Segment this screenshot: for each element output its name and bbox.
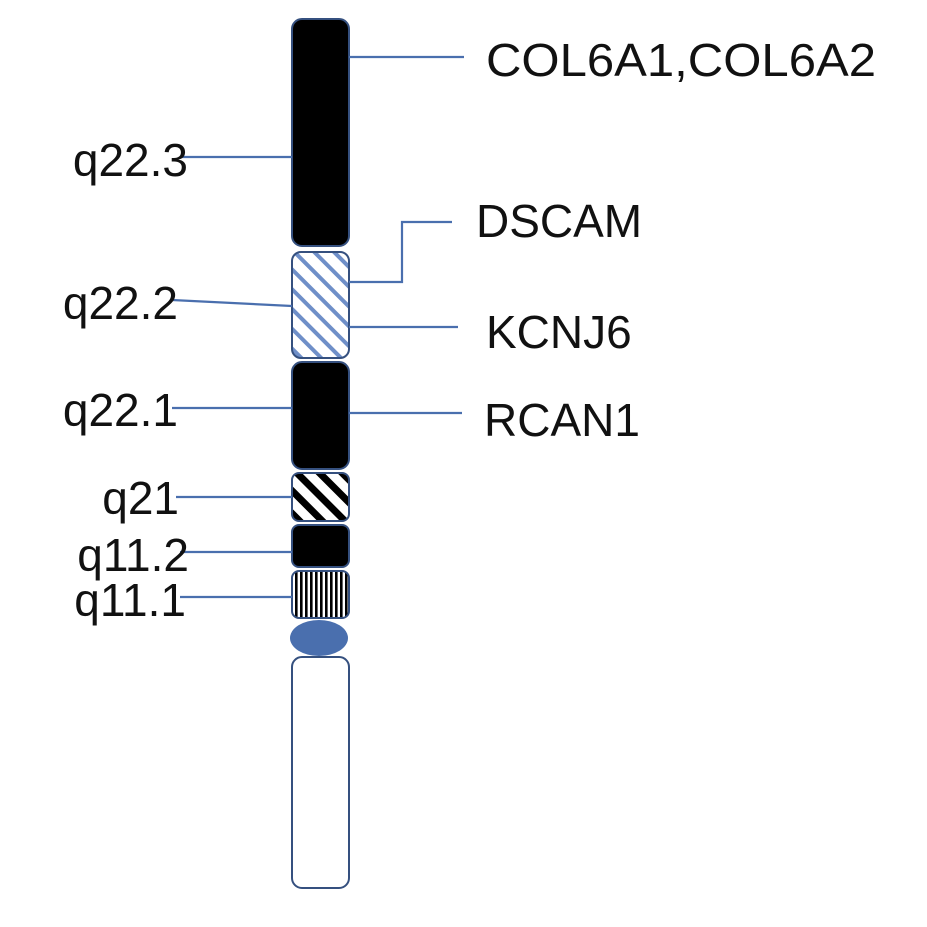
gene-labels: COL6A1,COL6A2 DSCAM KCNJ6 RCAN1 — [476, 34, 876, 446]
label-q11-1: q11.1 — [74, 574, 186, 626]
label-q22-2: q22.2 — [63, 277, 178, 329]
label-q21: q21 — [102, 472, 179, 524]
label-q11-2: q11.2 — [77, 529, 189, 581]
band-q21 — [291, 472, 350, 522]
short-arm — [291, 656, 350, 889]
band-q11-2 — [291, 524, 350, 568]
gene-rcan1: RCAN1 — [484, 394, 640, 446]
band-q22-1 — [291, 361, 350, 470]
centromere — [290, 620, 348, 656]
leader-dscam — [349, 220, 452, 284]
band-leader-lines — [171, 155, 293, 599]
chromosome-body — [290, 18, 350, 889]
band-q11-1 — [291, 570, 350, 619]
gene-col6: COL6A1,COL6A2 — [486, 34, 876, 86]
leader-q22-2 — [171, 298, 293, 308]
label-q22-1: q22.1 — [63, 384, 178, 436]
band-q22-2 — [291, 251, 350, 359]
band-labels: q22.3 q22.2 q22.1 q21 q11.2 q11.1 — [63, 134, 189, 626]
gene-dscam: DSCAM — [476, 195, 642, 247]
label-q22-3: q22.3 — [73, 134, 188, 186]
gene-kcnj6: KCNJ6 — [486, 306, 632, 358]
band-q22-3 — [291, 18, 350, 247]
gene-leader-lines — [349, 55, 464, 415]
